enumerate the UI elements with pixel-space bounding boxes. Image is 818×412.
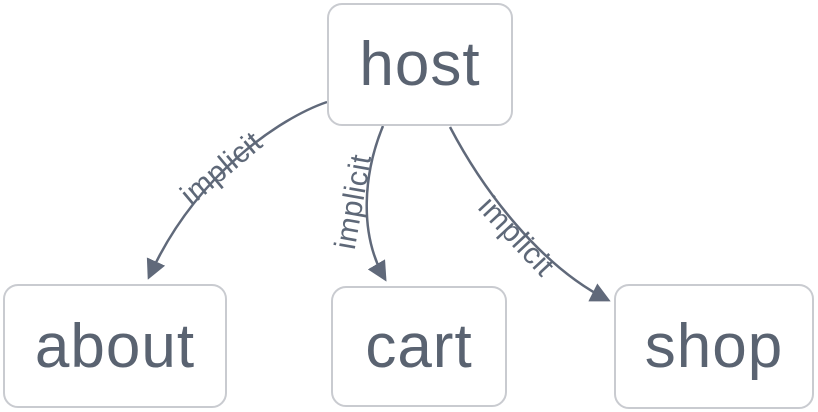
node-shop: shop: [614, 284, 814, 409]
edge-host-shop: [448, 126, 611, 302]
node-shop-label: shop: [644, 312, 784, 381]
node-about-label: about: [34, 311, 196, 381]
node-about: about: [3, 284, 227, 408]
edge-host-about: [146, 100, 328, 280]
node-cart: cart: [331, 286, 507, 407]
node-cart-label: cart: [365, 312, 473, 381]
node-host: host: [327, 3, 513, 126]
node-host-label: host: [359, 30, 481, 99]
edge-host-cart: [365, 125, 387, 282]
